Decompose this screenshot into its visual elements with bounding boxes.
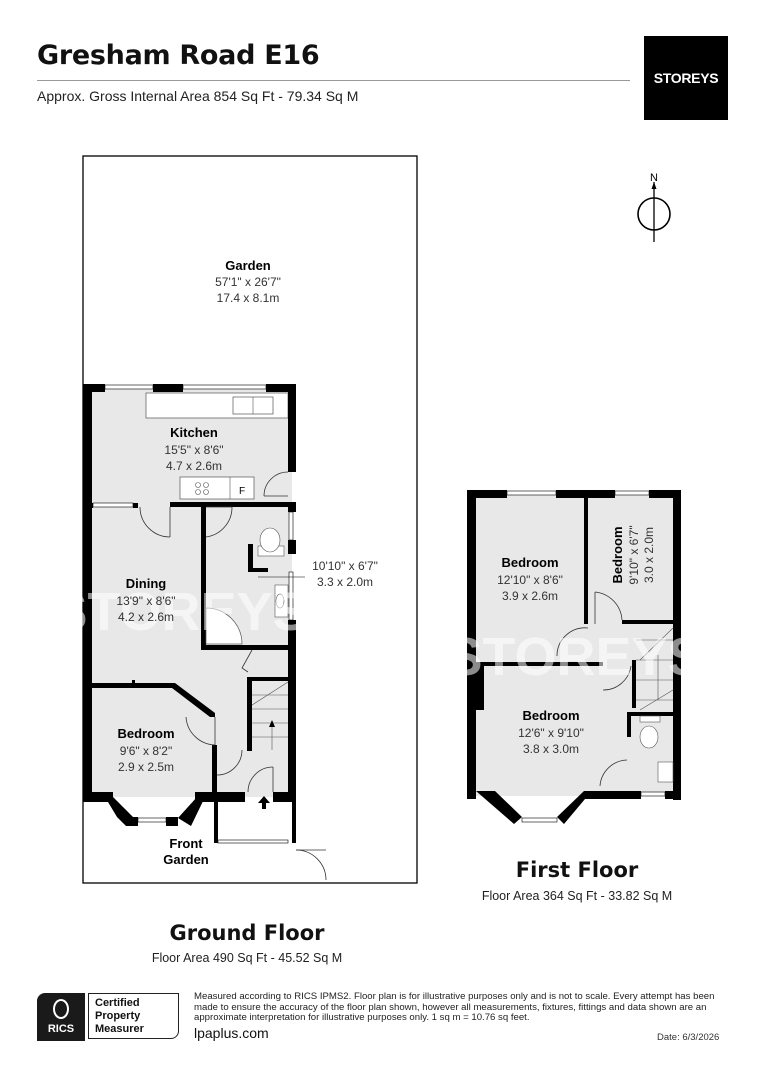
room-name: Bedroom bbox=[610, 526, 625, 583]
compass-north-label: N bbox=[650, 172, 658, 184]
rics-logo: RICS bbox=[37, 993, 85, 1041]
title-divider bbox=[37, 80, 630, 81]
storeys-logo: STOREYS bbox=[644, 36, 728, 120]
room-name: Bedroom bbox=[117, 726, 174, 741]
room-bedroom-2: Bedroom 9'10" x 6'7" 3.0 x 2.0m bbox=[610, 525, 656, 584]
badge-line-2: Property bbox=[95, 1010, 141, 1022]
room-kitchen: Kitchen 15'5" x 8'6" 4.7 x 2.6m bbox=[164, 425, 223, 473]
room-dim-imperial: 9'6" x 8'2" bbox=[120, 744, 172, 758]
page-title: Gresham Road E16 bbox=[37, 40, 320, 71]
room-bedroom-ground: Bedroom 9'6" x 8'2" 2.9 x 2.5m bbox=[117, 726, 174, 774]
rics-org: RICS bbox=[47, 1023, 75, 1035]
first-floor-title: First Floor bbox=[515, 858, 639, 882]
logo-text: STOREYS bbox=[653, 70, 719, 86]
room-dim-imperial: 12'10" x 8'6" bbox=[497, 573, 563, 587]
room-bedroom-3: Bedroom 12'6" x 9'10" 3.8 x 3.0m bbox=[518, 708, 584, 756]
room-name: Kitchen bbox=[170, 425, 218, 440]
rics-lion-icon bbox=[53, 999, 69, 1019]
room-dim-metric: 17.4 x 8.1m bbox=[217, 291, 280, 305]
room-bathroom: 10'10" x 6'7" 3.3 x 2.0m bbox=[312, 559, 378, 589]
room-name: Bedroom bbox=[522, 708, 579, 723]
badge-line-1: Certified bbox=[95, 997, 140, 1009]
room-name: Bedroom bbox=[501, 555, 558, 570]
north-compass-icon: N bbox=[637, 172, 671, 242]
room-name: Garden bbox=[225, 258, 271, 273]
room-dining: Dining 13'9" x 8'6" 4.2 x 2.6m bbox=[116, 576, 175, 624]
disclaimer-text: Measured according to RICS IPMS2. Floor … bbox=[194, 991, 715, 1023]
first-floor-area: Floor Area 364 Sq Ft - 33.82 Sq M bbox=[481, 889, 673, 903]
room-dim-imperial: 10'10" x 6'7" bbox=[312, 559, 378, 573]
watermark-first: STOREYS bbox=[446, 627, 703, 687]
room-dim-imperial: 15'5" x 8'6" bbox=[164, 443, 223, 457]
room-dim-imperial: 13'9" x 8'6" bbox=[116, 594, 175, 608]
room-bedroom-1: Bedroom 12'10" x 8'6" 3.9 x 2.6m bbox=[497, 555, 563, 603]
room-name-line1: Front bbox=[169, 836, 203, 851]
room-garden: Garden 57'1" x 26'7" 17.4 x 8.1m bbox=[215, 258, 281, 305]
room-name-line2: Garden bbox=[163, 852, 209, 867]
room-dim-imperial: 12'6" x 9'10" bbox=[518, 726, 584, 740]
room-dim-metric: 3.9 x 2.6m bbox=[502, 589, 558, 603]
ground-floor-area: Floor Area 490 Sq Ft - 45.52 Sq M bbox=[151, 951, 343, 965]
room-dim-imperial: 9'10" x 6'7" bbox=[627, 525, 641, 584]
room-dim-imperial: 57'1" x 26'7" bbox=[215, 275, 281, 289]
gross-internal-area: Approx. Gross Internal Area 854 Sq Ft - … bbox=[37, 88, 359, 104]
room-dim-metric: 3.3 x 2.0m bbox=[317, 575, 373, 589]
room-dim-metric: 4.2 x 2.6m bbox=[118, 610, 174, 624]
room-dim-metric: 3.8 x 3.0m bbox=[523, 742, 579, 756]
front-garden: Front Garden bbox=[163, 836, 209, 867]
ground-floor-title: Ground Floor bbox=[169, 921, 325, 945]
room-dim-metric: 2.9 x 2.5m bbox=[118, 760, 174, 774]
room-name: Dining bbox=[126, 576, 166, 591]
watermark-ground: STOREYS bbox=[51, 582, 308, 642]
room-dim-metric: 3.0 x 2.0m bbox=[642, 527, 656, 583]
room-dim-metric: 4.7 x 2.6m bbox=[166, 459, 222, 473]
plan-date: Date: 6/3/2026 bbox=[657, 1032, 720, 1043]
website-link[interactable]: lpaplus.com bbox=[194, 1025, 269, 1041]
fridge-label: F bbox=[239, 486, 245, 497]
rics-certified-badge: RICS Certified Property Measurer bbox=[37, 993, 182, 1041]
badge-line-3: Measurer bbox=[95, 1023, 144, 1035]
